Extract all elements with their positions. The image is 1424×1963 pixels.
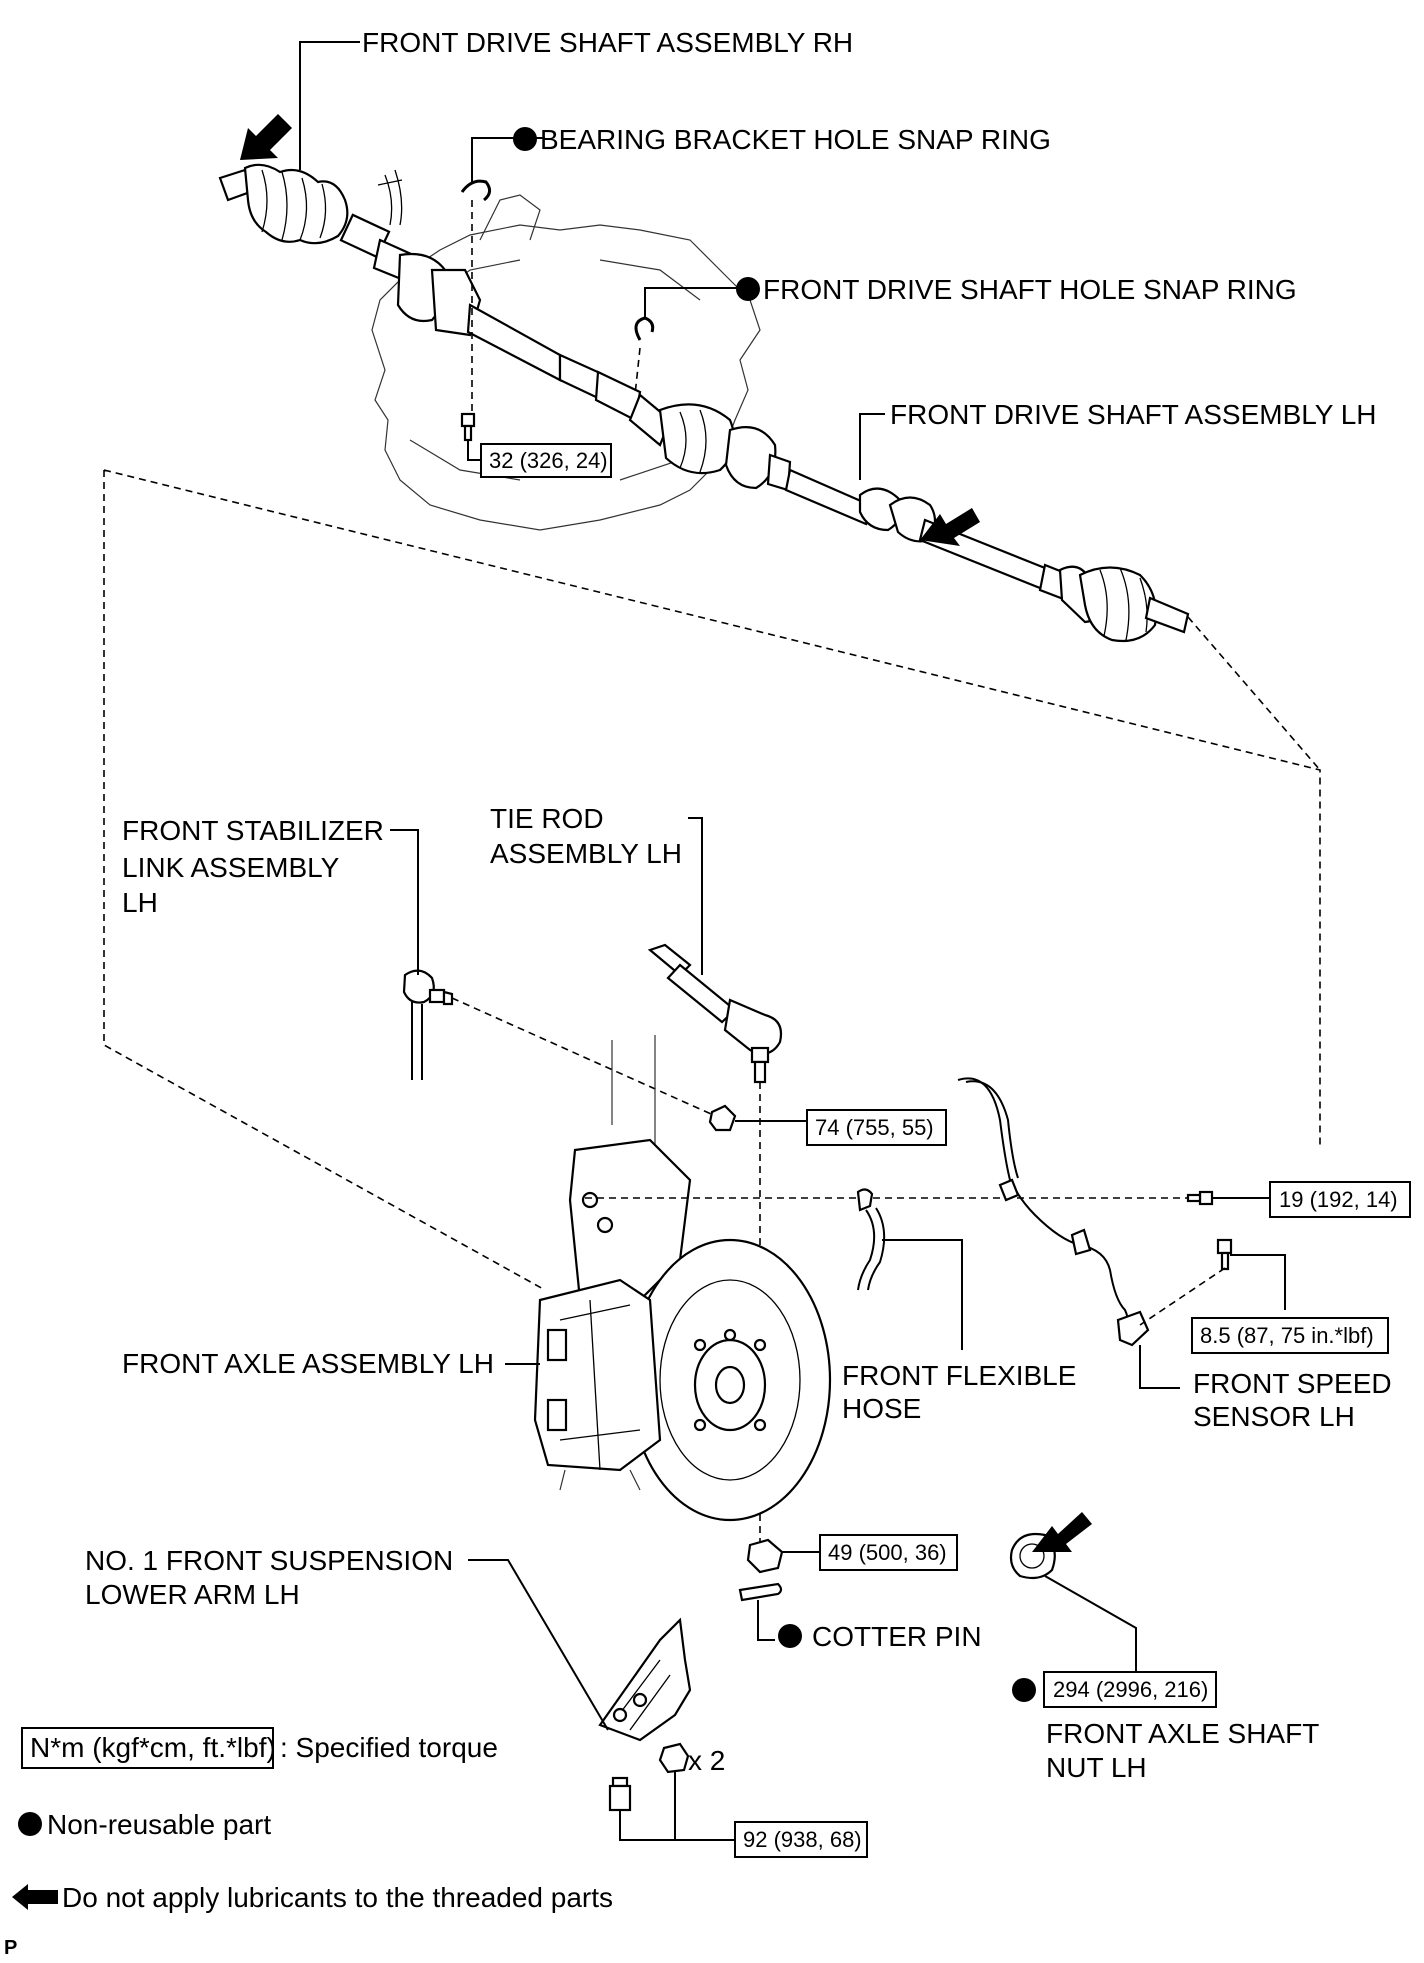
axle-nut-leader	[1044, 1575, 1137, 1672]
label-speed-sensor-1: FRONT SPEED	[1193, 1368, 1392, 1399]
torque-box-49	[819, 1534, 958, 1571]
lower-arm-castle-nut	[746, 1538, 784, 1574]
legend-torque-box	[21, 1727, 274, 1769]
torque-294: 294 (2996, 216)	[1053, 1677, 1208, 1702]
tie-rod-leader	[688, 817, 703, 975]
torque-49: 49 (500, 36)	[828, 1540, 947, 1565]
label-front-drive-shaft-snap-ring: FRONT DRIVE SHAFT HOLE SNAP RING	[763, 274, 1297, 305]
speed-sensor-bolt	[1216, 1238, 1233, 1271]
non-reusable-dot-icon	[18, 1812, 42, 1836]
tie-rod-assembly	[647, 943, 783, 1084]
flexible-hose-leader	[882, 1239, 963, 1350]
front-speed-sensor	[957, 1077, 1150, 1347]
front-stabilizer-link	[402, 969, 454, 1080]
legend-torque-desc: : Specified torque	[280, 1732, 498, 1763]
label-front-drive-shaft-rh: FRONT DRIVE SHAFT ASSEMBLY RH	[362, 27, 853, 58]
torque-32: 32 (326, 24)	[489, 448, 608, 473]
cotter-pin	[738, 1582, 783, 1602]
leader-lines-top	[299, 41, 885, 480]
label-stabilizer-link-3: LH	[122, 887, 158, 918]
no-lubricant-arrow-icon	[12, 1884, 58, 1910]
front-axle-strut	[568, 1035, 692, 1302]
torque-box-19	[1269, 1181, 1411, 1218]
corner-mark: P	[4, 1937, 17, 1959]
label-stabilizer-link-2: LINK ASSEMBLY	[122, 852, 340, 883]
label-speed-sensor-2: SENSOR LH	[1193, 1401, 1355, 1432]
torque-box-8-5	[1191, 1317, 1389, 1354]
label-front-axle-assembly: FRONT AXLE ASSEMBLY LH	[122, 1348, 494, 1379]
torque-92: 92 (938, 68)	[743, 1827, 862, 1852]
speed-sensor-bracket-bolt	[1186, 1190, 1214, 1206]
speed-sensor-leader	[1139, 1345, 1180, 1389]
front-flexible-hose	[856, 1188, 886, 1291]
non-reusable-dot-icon	[736, 277, 760, 301]
tie-rod-nut	[708, 1104, 737, 1132]
lower-arm-nut	[658, 1742, 690, 1774]
front-drive-shaft-snap-ring	[634, 316, 655, 341]
torque-box-92	[734, 1821, 868, 1858]
label-axle-nut-1: FRONT AXLE SHAFT	[1046, 1718, 1319, 1749]
bearing-bracket-snap-ring	[460, 179, 491, 202]
legend-torque-box-text: N*m (kgf*cm, ft.*lbf)	[30, 1732, 276, 1763]
torque-box-294	[1043, 1671, 1217, 1708]
torque-74: 74 (755, 55)	[815, 1115, 934, 1140]
non-reusable-dot-icon	[778, 1624, 802, 1648]
assembly-dashed-frame	[103, 469, 1321, 1291]
legend-non-reusable: Non-reusable part	[47, 1809, 271, 1840]
torque-box-32	[480, 443, 612, 478]
front-drive-shaft-rh	[218, 163, 642, 422]
label-lower-arm-2: LOWER ARM LH	[85, 1579, 300, 1610]
label-tie-rod-2: ASSEMBLY LH	[490, 838, 682, 869]
no-lubricant-arrow-icon	[1032, 1512, 1092, 1552]
label-bearing-bracket-snap-ring: BEARING BRACKET HOLE SNAP RING	[540, 124, 1051, 155]
torque-19: 19 (192, 14)	[1279, 1187, 1398, 1212]
brake-caliper	[533, 1278, 662, 1472]
lower-arm-leader	[468, 1559, 609, 1731]
wire-harness	[377, 169, 403, 226]
non-reusable-dot-icon	[1012, 1678, 1036, 1702]
label-multiplier: x 2	[688, 1745, 725, 1776]
label-flexible-hose-2: HOSE	[842, 1393, 921, 1424]
non-reusable-dot-icon	[513, 127, 537, 151]
cotter-pin-leader	[757, 1600, 775, 1641]
torque-box-74	[806, 1109, 947, 1146]
legend-no-lubricant: Do not apply lubricants to the threaded …	[62, 1882, 613, 1913]
bearing-bracket-bolt	[460, 412, 476, 442]
lower-arm-bolt	[608, 1776, 632, 1812]
label-cotter-pin: COTTER PIN	[812, 1621, 982, 1652]
brake-disc	[628, 1238, 832, 1522]
front-drive-shaft-lh	[628, 393, 1190, 643]
label-axle-nut-2: NUT LH	[1046, 1752, 1147, 1783]
no-lubricant-arrow-icon	[240, 114, 292, 160]
label-tie-rod-1: TIE ROD	[490, 803, 604, 834]
torque-8-5: 8.5 (87, 75 in.*lbf)	[1200, 1323, 1374, 1348]
label-stabilizer-link-1: FRONT STABILIZER	[122, 815, 384, 846]
stabilizer-leader	[390, 829, 419, 975]
no-lubricant-arrow-icon	[920, 508, 980, 546]
lower-suspension-arm	[598, 1617, 692, 1742]
label-front-drive-shaft-lh: FRONT DRIVE SHAFT ASSEMBLY LH	[890, 399, 1377, 430]
label-lower-arm-1: NO. 1 FRONT SUSPENSION	[85, 1545, 453, 1576]
label-flexible-hose-1: FRONT FLEXIBLE	[842, 1360, 1076, 1391]
